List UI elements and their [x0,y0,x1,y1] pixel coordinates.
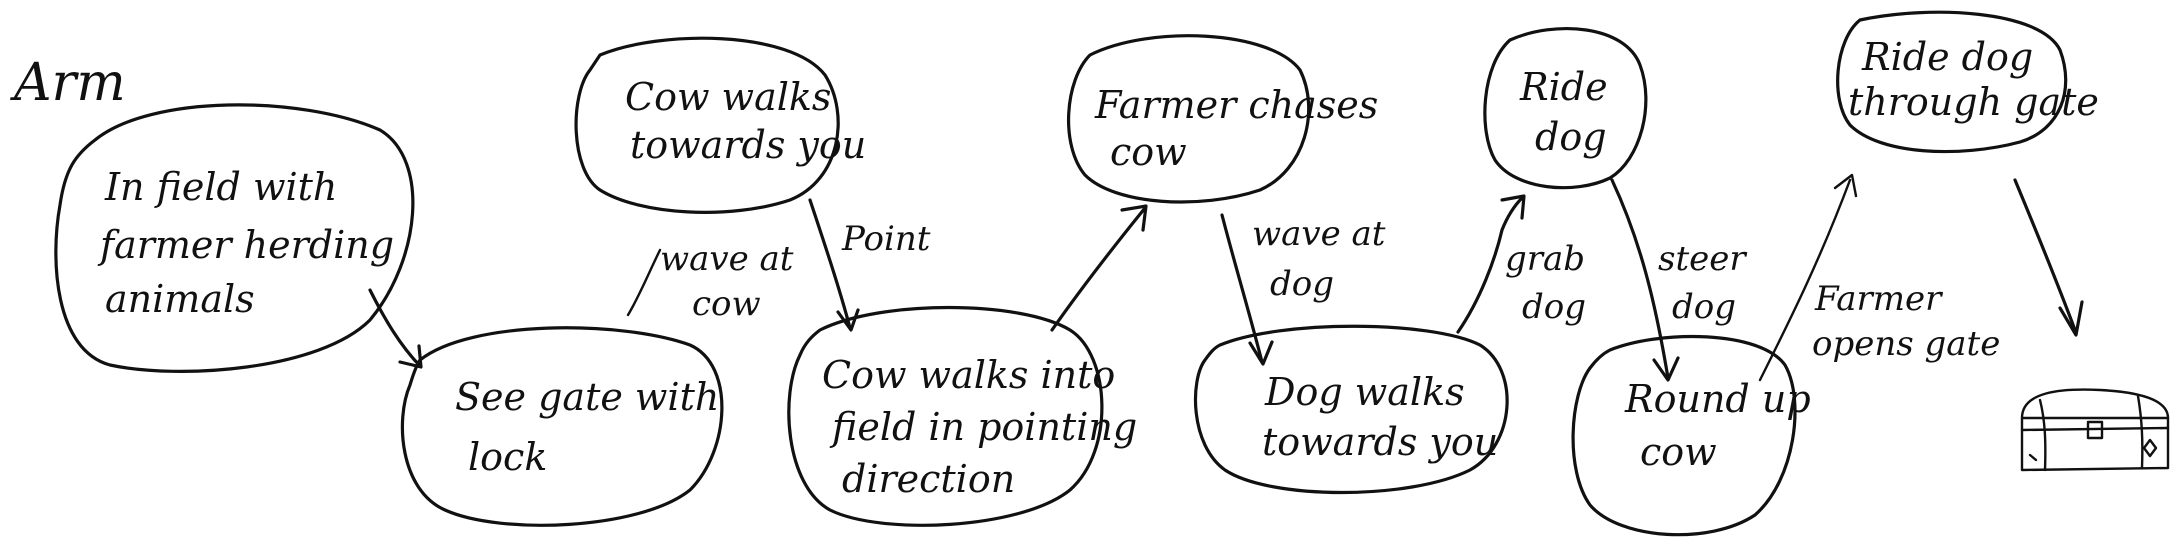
edge-into-field-to-farmer-chases [1050,204,1148,332]
node-farmer-chases-cow: Farmer chases cow [1067,34,1378,204]
node-cow-walks-into-field: Cow walks into field in pointing directi… [787,305,1137,527]
node-round-up-cow-line-1: Round up [1624,377,1811,421]
edge-ride-dog-to-round-up-label-1: steer [1658,239,1747,279]
edge-farmer-chases-to-dog-walks-label-2: dog [1270,264,1334,304]
edge-dog-walks-to-ride-dog: grab dog [1456,194,1586,334]
node-cow-walks-towards-line-1: Cow walks [625,75,831,119]
node-ride-dog-through-gate-line-2: through gate [1848,80,2099,124]
node-cow-walks-into-field-line-2: field in pointing [829,405,1137,449]
node-dog-walks-towards-line-2: towards you [1262,420,1498,464]
edge-dog-walks-to-ride-dog-label-2: dog [1522,287,1586,327]
node-see-gate: See gate with lock [400,326,724,527]
node-see-gate-line-1: See gate with [455,375,719,419]
edge-cow-walks-towards-to-into-field: Point [808,198,931,332]
node-in-field-line-3: animals [105,277,255,321]
edge-round-up-to-ride-through-gate-label-2: opens gate [1812,324,2000,364]
node-round-up-cow: Round up cow [1571,334,1811,537]
node-ride-dog-line-1: Ride [1519,65,1608,109]
node-farmer-chases-cow-line-1: Farmer chases [1094,83,1378,127]
node-ride-dog-line-2: dog [1535,115,1607,159]
edge-see-gate-to-cow-walks-towards-label-2: cow [692,284,761,324]
node-ride-dog-through-gate: Ride dog through gate [1836,10,2099,154]
edge-dog-walks-to-ride-dog-label-1: grab [1505,239,1585,279]
edge-see-gate-to-cow-walks-towards-label-1: wave at [660,239,794,279]
node-farmer-chases-cow-line-2: cow [1110,130,1187,174]
edge-ride-dog-to-round-up-label-2: dog [1672,287,1736,327]
node-in-field: In field with farmer herding animals [54,103,415,373]
node-round-up-cow-line-2: cow [1640,430,1717,474]
node-cow-walks-into-field-line-1: Cow walks into [822,353,1115,397]
diagram-title: Arm [10,53,126,113]
node-ride-dog-through-gate-line-1: Ride dog [1861,35,2033,79]
node-cow-walks-into-field-line-3: direction [842,457,1015,501]
edge-ride-through-gate-to-treasure [2013,178,2084,337]
edge-round-up-to-ride-through-gate-label-1: Farmer [1814,279,1943,319]
treasure-chest-icon [2020,388,2170,472]
node-in-field-line-2: farmer herding [97,223,394,267]
node-in-field-line-1: In field with [104,165,337,209]
node-cow-walks-towards: Cow walks towards you [574,36,866,214]
edge-in-field-to-see-gate [368,288,423,369]
edge-ride-dog-to-round-up: steer dog [1610,178,1747,382]
edge-see-gate-to-cow-walks-towards: wave at cow [626,239,794,324]
node-dog-walks-towards-line-1: Dog walks [1264,370,1465,414]
node-dog-walks-towards: Dog walks towards you [1193,324,1509,495]
node-see-gate-line-2: lock [468,435,547,479]
edge-cow-walks-towards-to-into-field-label: Point [841,219,931,259]
edge-farmer-chases-to-dog-walks: wave at dog [1220,213,1386,366]
edge-farmer-chases-to-dog-walks-label-1: wave at [1252,214,1386,254]
node-ride-dog: Ride dog [1483,26,1648,190]
edge-round-up-to-ride-through-gate: Farmer opens gate [1758,173,2000,382]
node-cow-walks-towards-line-2: towards you [630,123,866,167]
